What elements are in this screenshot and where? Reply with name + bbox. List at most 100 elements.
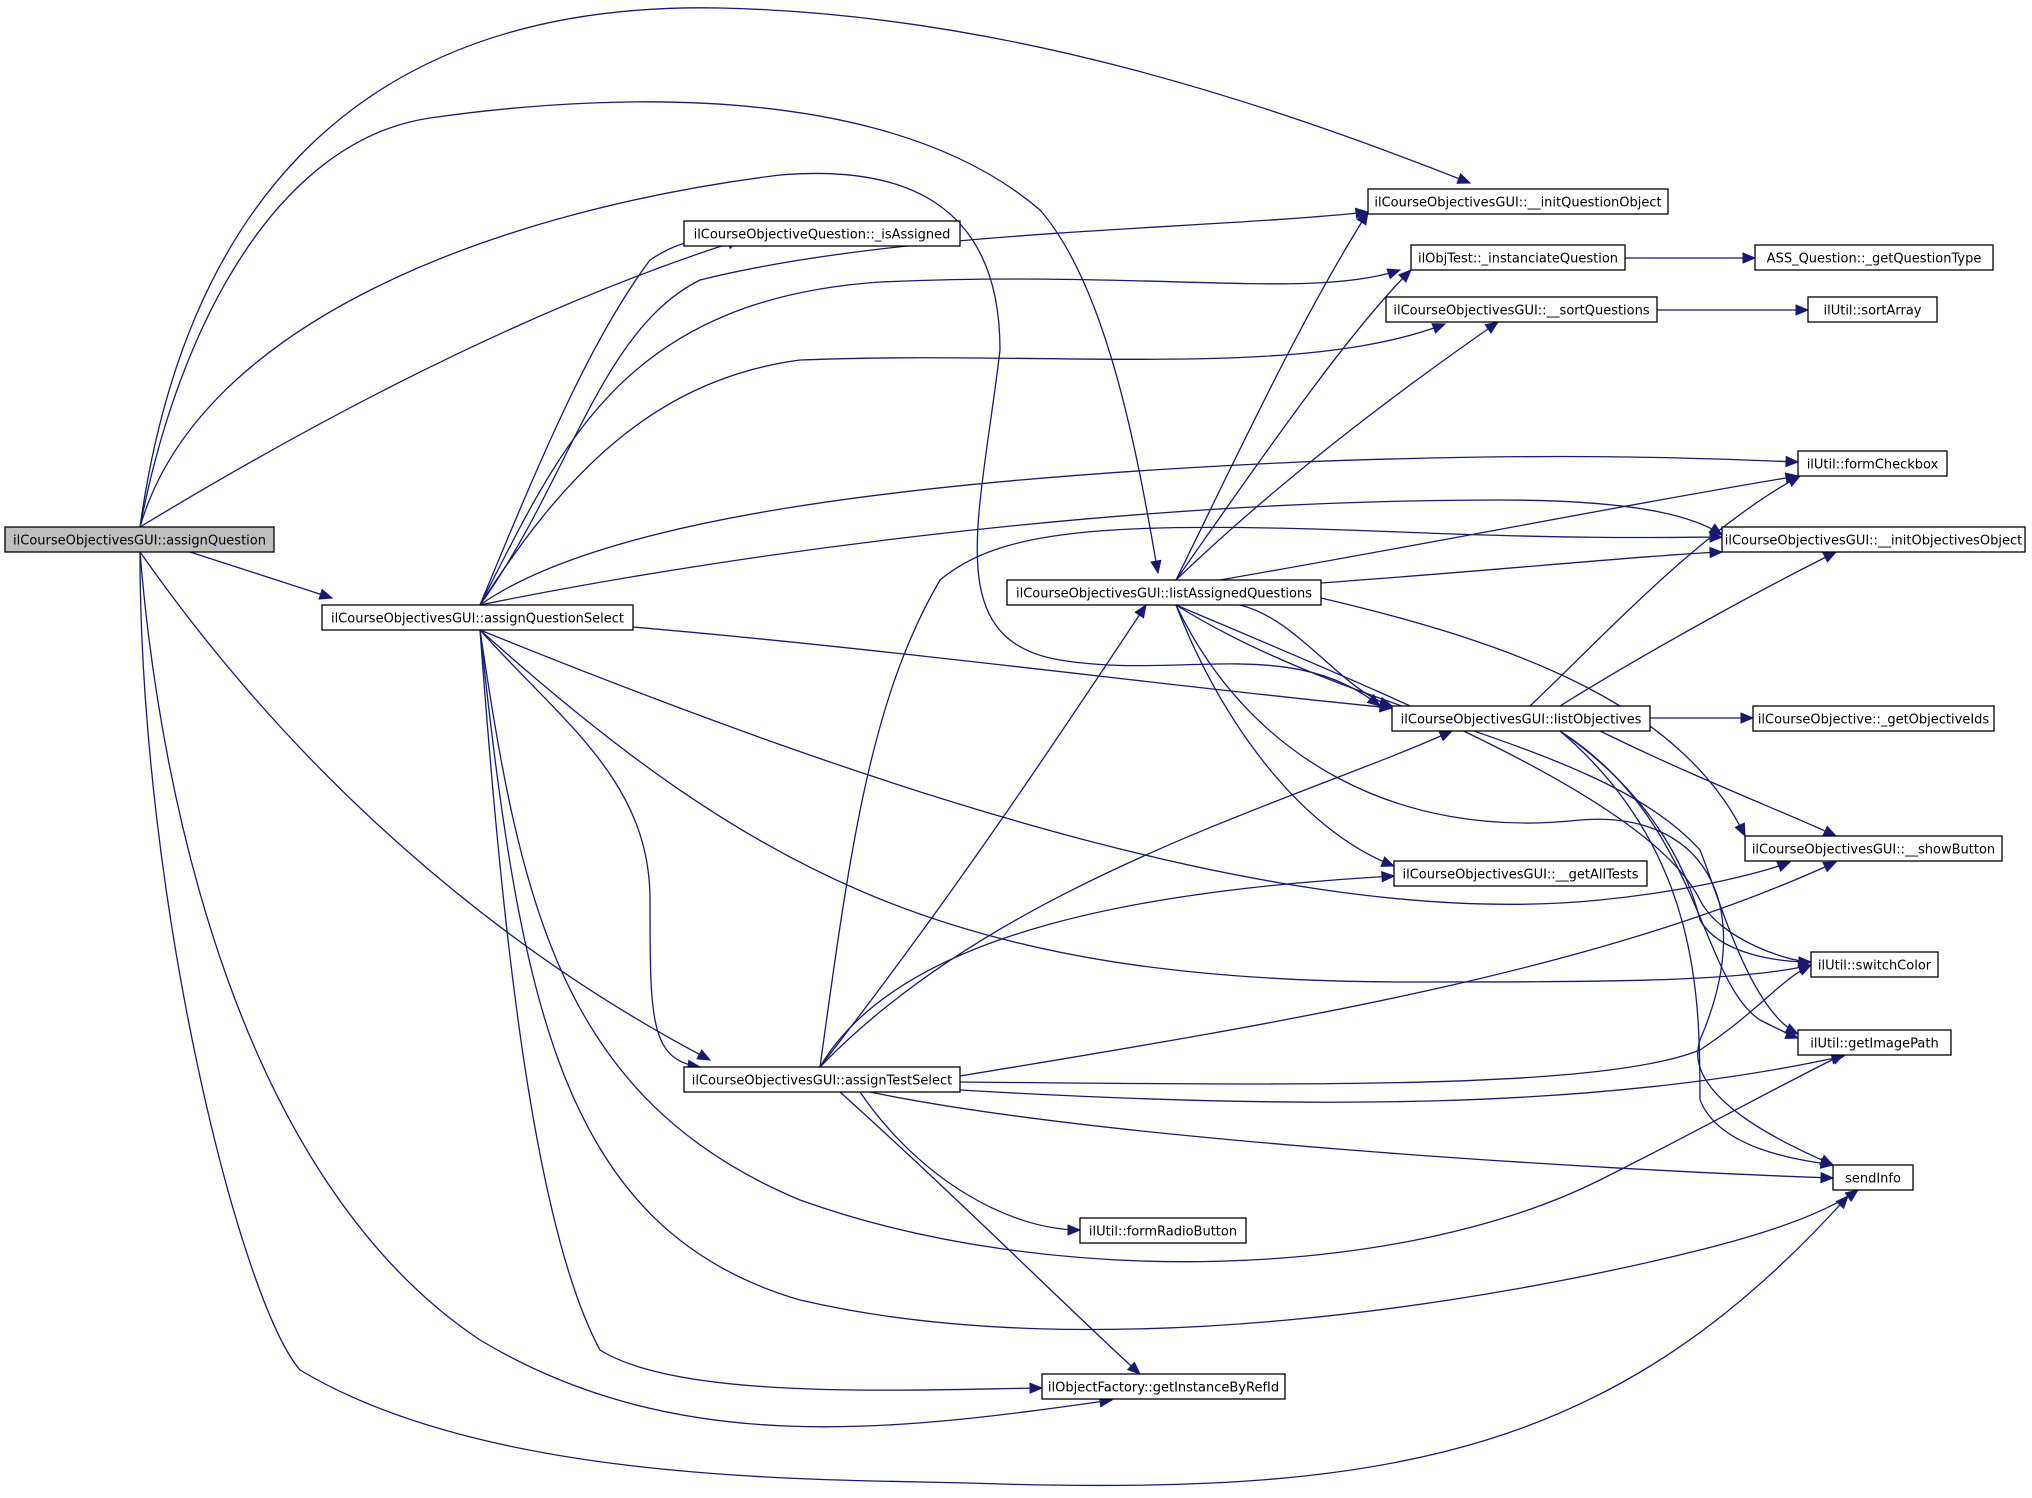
node-box	[1807, 296, 1938, 323]
node-label: ilUtil::formRadioButton	[1089, 1225, 1237, 1240]
node-initObjectivesObject[interactable]: ilCourseObjectivesGUI::__initObjectivesO…	[1721, 526, 2026, 553]
node-sortArray[interactable]: ilUtil::sortArray	[1807, 296, 1938, 323]
edge-listAssignedQuestions-to-getImagePath	[1175, 604, 1799, 1035]
node-box	[1393, 860, 1648, 887]
node-listObjectives[interactable]: ilCourseObjectivesGUI::listObjectives	[1391, 705, 1651, 732]
edge-assignQuestion-to-listObjectives	[139, 172, 1381, 707]
arrowhead-listAssignedQuestions-to-showButton	[1734, 822, 1746, 838]
node-label: ilUtil::formCheckbox	[1807, 458, 1939, 473]
node-label: ilObjTest::_instanciateQuestion	[1418, 252, 1618, 267]
node-getImagePath[interactable]: ilUtil::getImagePath	[1797, 1029, 1952, 1056]
node-label: ilCourseObjectivesGUI::__showButton	[1752, 843, 1995, 858]
node-listAssignedQuestions[interactable]: ilCourseObjectivesGUI::listAssignedQuest…	[1006, 579, 1322, 606]
arrowhead-assignQuestion-to-assignQuestionSelect	[318, 588, 334, 600]
arrowhead-assignTestSelect-to-getAllTests	[1381, 870, 1396, 883]
node-box	[1041, 1373, 1286, 1400]
node-box	[1391, 705, 1651, 732]
node-initQuestionObject[interactable]: ilCourseObjectivesGUI::__initQuestionObj…	[1367, 188, 1669, 215]
node-box	[1797, 450, 1948, 477]
edge-listObjectives-to-showButton	[1599, 730, 1837, 837]
node-formRadioButton[interactable]: ilUtil::formRadioButton	[1079, 1217, 1247, 1244]
node-box	[1079, 1217, 1247, 1244]
node-getObjectiveIds[interactable]: ilCourseObjective::_getObjectiveIds	[1752, 705, 1995, 732]
edge-listAssignedQuestions-to-listObjectives	[1239, 604, 1393, 707]
arrowhead-assignTestSelect-to-listAssignedQuestions	[1134, 603, 1147, 619]
edge-assignTestSelect-to-getInstanceByRefId	[839, 1091, 1141, 1375]
node-box	[1385, 296, 1658, 323]
node-box	[1754, 244, 1994, 271]
node-box	[1721, 526, 2026, 553]
node-box	[1006, 579, 1322, 606]
node-box	[683, 1066, 961, 1093]
arrowhead-assignTestSelect-to-sendInfo	[1820, 1171, 1835, 1184]
edge-listAssignedQuestions-to-sendInfo	[1175, 604, 1834, 1166]
edge-assignQuestion-to-assignQuestionSelect	[189, 551, 333, 599]
node-box	[1367, 188, 1669, 215]
arrowhead-assignQuestionSelect-to-sortQuestions	[1431, 323, 1447, 334]
node-label: ASS_Question::_getQuestionType	[1767, 252, 1982, 267]
edge-listAssignedQuestions-to-initQuestionObject	[1175, 211, 1369, 581]
arrowhead-listAssignedQuestions-to-listObjectives	[1378, 696, 1394, 708]
edge-listObjectives-to-getImagePath	[1559, 730, 1799, 1039]
node-label: ilUtil::switchColor	[1818, 959, 1932, 974]
arrowhead-assignQuestionSelect-to-getInstanceByRefId	[1029, 1382, 1044, 1394]
node-label: ilCourseObjectivesGUI::listAssignedQuest…	[1016, 587, 1312, 602]
node-switchColor[interactable]: ilUtil::switchColor	[1810, 951, 1939, 978]
node-box	[1797, 1029, 1952, 1056]
node-showButton[interactable]: ilCourseObjectivesGUI::__showButton	[1744, 835, 2003, 862]
arrowhead-assignQuestion-to-assignTestSelect	[696, 1049, 712, 1061]
edge-assignQuestionSelect-to-sendInfo	[479, 629, 1859, 1331]
edge-listAssignedQuestions-to-initObjectivesObject	[1320, 551, 1723, 584]
edge-assignQuestionSelect-to-sortQuestions	[479, 323, 1446, 606]
arrowhead-assignQuestionSelect-to-sendInfo	[1844, 1189, 1860, 1202]
node-getQuestionType[interactable]: ASS_Question::_getQuestionType	[1754, 244, 1994, 271]
node-assignQuestionSelect[interactable]: ilCourseObjectivesGUI::assignQuestionSel…	[321, 604, 634, 631]
node-sortQuestions[interactable]: ilCourseObjectivesGUI::__sortQuestions	[1385, 296, 1658, 323]
node-formCheckbox[interactable]: ilUtil::formCheckbox	[1797, 450, 1948, 477]
node-isAssigned[interactable]: ilCourseObjectiveQuestion::_isAssigned	[683, 220, 961, 247]
edge-assignQuestion-to-listAssignedQuestions	[139, 101, 1159, 574]
node-box	[1744, 835, 2003, 862]
node-label: ilCourseObjectivesGUI::__initQuestionObj…	[1374, 196, 1661, 211]
edge-assignQuestionSelect-to-instanciateQuestion	[479, 269, 1401, 606]
arrowhead-assignQuestionSelect-to-initQuestionObject	[1354, 207, 1370, 220]
arrowhead-listAssignedQuestions-to-instanciateQuestion	[1398, 269, 1412, 283]
node-getAllTests[interactable]: ilCourseObjectivesGUI::__getAllTests	[1393, 860, 1648, 887]
node-assignQuestion[interactable]: ilCourseObjectivesGUI::assignQuestion	[4, 526, 275, 553]
edge-assignTestSelect-to-initObjectivesObject	[819, 526, 1723, 1068]
edge-assignTestSelect-to-showButton	[959, 861, 1837, 1077]
edge-assignQuestionSelect-to-assignTestSelect	[479, 629, 701, 1068]
edge-listAssignedQuestions-to-sortQuestions	[1175, 321, 1499, 581]
node-label: ilCourseObjectivesGUI::assignQuestionSel…	[331, 612, 624, 627]
node-box	[1810, 951, 1939, 978]
node-sendInfo[interactable]: sendInfo	[1832, 1164, 1914, 1191]
edge-listAssignedQuestions-to-instanciateQuestion	[1175, 269, 1412, 581]
edge-assignTestSelect-to-sendInfo	[869, 1091, 1834, 1179]
node-label: ilUtil::getImagePath	[1810, 1037, 1938, 1052]
node-label: ilCourseObjectivesGUI::assignTestSelect	[692, 1074, 953, 1089]
edge-listAssignedQuestions-to-getAllTests	[1175, 604, 1395, 867]
edge-assignQuestionSelect-to-switchColor	[479, 629, 1812, 983]
node-assignTestSelect[interactable]: ilCourseObjectivesGUI::assignTestSelect	[683, 1066, 961, 1093]
edge-listObjectives-to-sendInfo	[1559, 730, 1834, 1166]
node-getInstanceByRefId[interactable]: ilObjectFactory::getInstanceByRefId	[1041, 1373, 1286, 1400]
edge-listAssignedQuestions-to-formCheckbox	[1219, 475, 1799, 581]
arrowhead-assignQuestion-to-sendInfo	[1835, 1195, 1849, 1210]
arrowhead-assignQuestionSelect-to-instanciateQuestion	[1386, 268, 1402, 280]
call-edges	[139, 7, 1860, 1487]
node-label: ilCourseObjective::_getObjectiveIds	[1758, 713, 1990, 728]
node-label: ilObjectFactory::getInstanceByRefId	[1048, 1381, 1279, 1396]
call-nodes: ilCourseObjectivesGUI::assignQuestionilC…	[4, 188, 2026, 1400]
arrowhead-listObjectives-to-getObjectiveIds	[1740, 712, 1755, 724]
node-box	[4, 526, 275, 553]
arrowhead-assignQuestion-to-initQuestionObject	[1456, 173, 1472, 184]
edge-assignTestSelect-to-switchColor	[959, 964, 1812, 1085]
arrowhead-assignQuestionSelect-to-formCheckbox	[1785, 455, 1800, 468]
arrowhead-assignTestSelect-to-formRadioButton	[1067, 1224, 1082, 1236]
arrowhead-listObjectives-to-sendInfo	[1819, 1157, 1835, 1169]
arrowhead-sortQuestions-to-sortArray	[1795, 304, 1810, 316]
edge-assignTestSelect-to-formRadioButton	[859, 1091, 1081, 1231]
node-box	[1752, 705, 1995, 732]
node-instanciateQuestion[interactable]: ilObjTest::_instanciateQuestion	[1410, 244, 1626, 271]
edge-assignQuestionSelect-to-initQuestionObject	[479, 211, 1369, 606]
